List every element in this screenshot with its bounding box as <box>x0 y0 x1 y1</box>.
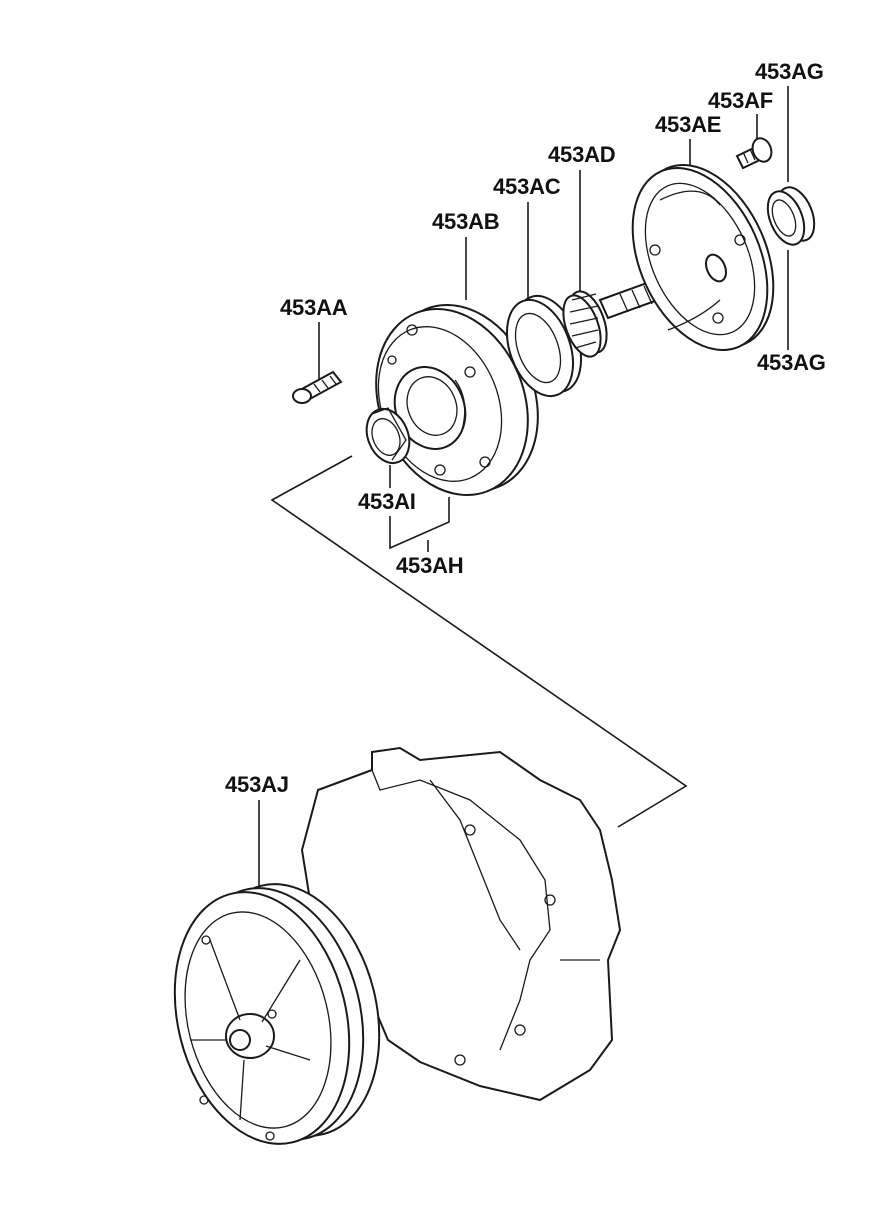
label-453ai: 453AI <box>358 489 416 514</box>
pump-body-453ab <box>375 303 539 497</box>
label-453ab: 453AB <box>432 209 499 234</box>
label-453ag-bottom: 453AG <box>757 350 826 375</box>
label-453aj: 453AJ <box>225 772 289 797</box>
label-453ae: 453AE <box>655 112 721 137</box>
leader-453ah-bracket <box>389 497 450 550</box>
outer-gear-453ac <box>506 294 582 398</box>
label-453ac: 453AC <box>493 174 561 199</box>
assembly-connector-line <box>270 455 688 828</box>
transmission-case <box>300 746 622 1102</box>
bolt-453af <box>735 137 773 170</box>
label-453aa: 453AA <box>280 295 348 320</box>
torque-converter-453aj <box>173 883 381 1145</box>
stator-cover-453ae <box>598 163 775 352</box>
label-453af: 453AF <box>708 88 773 113</box>
leader-lines <box>258 86 789 886</box>
label-453ad: 453AD <box>548 142 615 167</box>
label-453ah: 453AH <box>396 553 463 578</box>
seal-rings-453ag <box>766 186 816 246</box>
inner-gear-453ad <box>562 290 608 358</box>
label-453ag-top: 453AG <box>755 59 824 84</box>
oil-seal-453ai <box>365 407 411 465</box>
bolt-453aa <box>292 370 343 404</box>
